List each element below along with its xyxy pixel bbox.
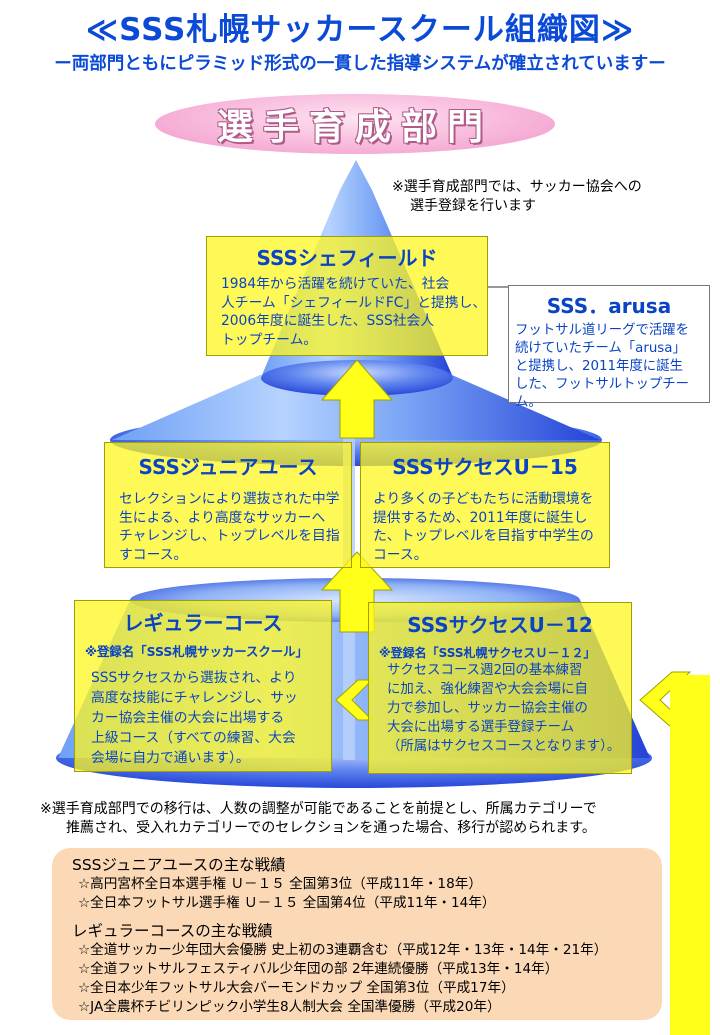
regular-course-registration: ※登録名「SSS札幌サッカースクール」 [85,644,308,659]
result-item: ☆全日本少年フットサル大会バーモンドカップ 全国第3位（平成17年） [78,980,515,996]
regular-course-body-line: 上級コース（すべての練習、大会 [91,730,296,746]
junior-youth-body-line: チャレンジし、トップレベルを目指 [119,528,340,544]
arusa-body-line: フットサル道リーグで活躍を [515,323,690,338]
sheffield-box: SSSシェフィールド 1984年から活躍を続けていた、社会 人チーム「シェフィー… [206,236,488,356]
success-u12-body: サクセスコース週2回の基本練習 に加え、強化練習や大会会場に自 力で参加し、サッ… [369,661,631,756]
regular-results-heading: レギュラーコースの主な戦績 [72,922,273,940]
result-item: ☆高円宮杯全日本選手権 Ｕ－１５ 全国第3位（平成11年・18年） [78,876,482,892]
sheffield-body-line: 1984年から活躍を続けていた、社会 [221,276,450,292]
regular-course-body-line: カー協会主催の大会に出場する [91,710,285,726]
junior-youth-body-line: セレクションにより選抜された中学 [119,491,340,507]
transfer-note: ※選手育成部門での移行は、人数の調整が可能であることを前提とし、所属カテゴリーで… [40,800,710,838]
success-u12-body-line: （所属はサクセスコースとなります）。 [387,739,621,754]
transfer-note-line2: 推薦され、受入れカテゴリーでのセレクションを通った場合、移行が認められます。 [66,820,596,836]
sheffield-body-line: トップチーム。 [221,331,318,348]
success-u12-body-line: サクセスコース週2回の基本練習 [387,663,583,678]
regular-course-body-line: SSSサクセスから選抜され、より [91,670,297,686]
registration-note-line1: ※選手育成部門では、サッカー協会への [392,179,642,195]
junior-youth-body-line: すコース。 [119,546,188,563]
arusa-body-line: した、フットサルトップチーム。 [515,377,690,410]
junior-youth-body-line: 生による、より高度なサッカーへ [119,509,326,526]
page-title: ≪SSS札幌サッカースクール組織図≫ [85,12,635,48]
sheffield-body: 1984年から活躍を続けていた、社会 人チーム「シェフィールドFC」と提携し、 … [207,271,487,349]
result-item: ☆全道フットサルフェスティバル少年団の部 2年連続優勝（平成13年・14年） [78,961,559,977]
success-u15-body: より多くの子どもたちに活動環境を 提供するため、2011年度に誕生し た、トップ… [361,480,609,564]
page-subtitle: ー両部門ともにピラミッド形式の一貫した指導システムが確立されていますー [54,54,666,74]
success-u12-registration: ※登録名「SSS札幌サクセスＵ－１２」 [379,646,596,660]
regular-course-title: レギュラーコース [123,611,283,635]
success-u15-body-line: 提供するため、2011年度に誕生し [373,509,588,526]
right-yellow-bar [670,800,710,1035]
junior-youth-box: SSSジュニアユース セレクションにより選抜された中学 生による、より高度なサッ… [104,442,352,568]
registration-note-line2: 選手登録を行います [410,198,536,214]
success-u15-box: SSSサクセスU－15 より多くの子どもたちに活動環境を 提供するため、2011… [360,442,610,568]
success-u12-body-line: に加え、強化練習や大会会場に自 [387,682,588,697]
section-label: 選手育成部門 [216,107,493,148]
success-u15-body-line: コース。 [373,546,428,563]
regular-course-box: レギュラーコース ※登録名「SSS札幌サッカースクール」 SSSサクセスから選抜… [74,600,332,772]
success-u12-body-line: 力で参加し、サッカー協会主催の [387,701,588,716]
junior-youth-results-list: ☆高円宮杯全日本選手権 Ｕ－１５ 全国第3位（平成11年・18年） ☆全日本フッ… [52,875,662,913]
arusa-title: SSS．arusa [546,294,672,318]
junior-youth-body: セレクションにより選抜された中学 生による、より高度なサッカーへ チャレンジし、… [105,480,351,564]
arusa-body-line: と提携し、2011年度に誕生 [515,359,683,374]
arusa-body: フットサル道リーグで活躍を 続けていたチーム「arusa」 と提携し、2011年… [509,319,709,412]
success-u12-title: SSSサクセスU－12 [407,613,593,637]
success-u15-body-line: より多くの子どもたちに活動環境を [373,491,594,507]
regular-results-list: ☆全道サッカー少年団大会優勝 史上初の3連覇含む（平成12年・13年・14年・2… [52,941,662,1017]
registration-note: ※選手育成部門では、サッカー協会への 選手登録を行います [392,178,692,216]
junior-youth-title: SSSジュニアユース [138,455,318,479]
sheffield-title: SSSシェフィールド [256,246,438,270]
regular-course-body: SSSサクセスから選抜され、より 高度な技能にチャレンジし、サッ カー協会主催の… [75,660,331,768]
regular-course-body-line: 高度な技能にチャレンジし、サッ [91,690,298,706]
arusa-box: SSS．arusa フットサル道リーグで活躍を 続けていたチーム「arusa」 … [508,285,710,410]
arusa-body-line: 続けていたチーム「arusa」 [515,341,686,356]
success-u15-title: SSSサクセスU－15 [392,455,578,479]
results-panel: SSSジュニアユースの主な戦績 ☆高円宮杯全日本選手権 Ｕ－１５ 全国第3位（平… [52,848,662,1020]
regular-course-body-line: 会場に自力で通います）。 [91,750,250,766]
success-u12-box: SSSサクセスU－12 ※登録名「SSS札幌サクセスＵ－１２」 サクセスコース週… [368,602,632,774]
sheffield-body-line: 2006年度に誕生した、SSS社会人 [221,313,435,329]
transfer-note-line1: ※選手育成部門での移行は、人数の調整が可能であることを前提とし、所属カテゴリーで [40,801,597,817]
sheffield-body-line: 人チーム「シェフィールドFC」と提携し、 [221,294,487,311]
result-item: ☆全道サッカー少年団大会優勝 史上初の3連覇含む（平成12年・13年・14年・2… [78,942,608,958]
result-item: ☆JA全農杯チビリンピック小学生8人制大会 全国準優勝（平成20年） [78,999,501,1015]
success-u12-body-line: 大会に出場する選手登録チーム [387,720,575,735]
result-item: ☆全日本フットサル選手権 Ｕ－１５ 全国第4位（平成11年・14年） [78,895,496,911]
section-label-pill: 選手育成部門 [155,94,555,154]
success-u15-body-line: た、トップレベルを目指す中学生の [373,528,594,544]
junior-youth-results-heading: SSSジュニアユースの主な戦績 [72,856,286,874]
